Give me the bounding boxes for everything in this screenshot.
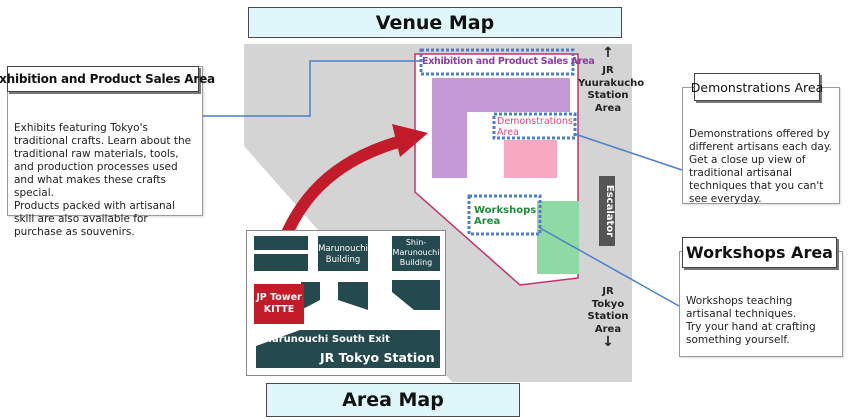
demonstrations-connector [574,133,683,171]
red-arrow-head [392,124,428,157]
shin-marunouchi-building-label: Shin- Marunouchi Building [392,238,440,267]
building-shin-marunouchi [392,236,440,271]
workshops-highlight [467,194,542,236]
building-station [256,330,440,368]
area-map [246,230,446,376]
workshops-callout: Workshops teaching artisanal techniques.… [679,251,843,357]
up-arrow-icon: ↑ [602,45,614,61]
building-top-left-1 [254,236,308,250]
demonstrations-zone [504,140,557,178]
exhibition-callout-body: Exhibits featuring Tokyo's traditional c… [14,122,192,238]
down-arrow-icon: ↓ [602,334,614,350]
demonstrations-callout: Demonstrations offered by different arti… [682,87,840,205]
building-top-left-2 [254,254,308,271]
workshops-callout-body: Workshops teaching artisanal techniques.… [686,295,816,346]
demonstrations-callout-title: Demonstrations Area [691,73,823,101]
marunouchi-building-label: Marunouchi Building [318,244,368,265]
workshops-connector [539,227,680,307]
building-jp-tower [254,284,304,324]
jr-tokyo-label: JR Tokyo Station Area [587,286,629,335]
building-marunouchi [318,236,368,271]
workshops-map-label: Workshops Area [474,205,537,227]
demonstrations-callout-body: Demonstrations offered by different arti… [689,128,832,205]
tokyo-station-label: JR Tokyo Station [320,350,435,365]
building-mid-right [392,280,440,310]
venue-map-title: Venue Map [248,7,622,38]
exhibition-callout-title: Exhibition and Product Sales Area [0,66,215,92]
escalator-label: Escalator [604,185,615,237]
workshops-callout-title: Workshops Area [682,237,837,268]
exhibition-zone [432,78,570,178]
jr-yuurakucho-label: JR Yuurakucho Station Area [578,65,645,114]
escalator [599,176,615,246]
exhibition-connector [203,60,421,117]
demonstrations-map-label: Demonstrations Area [497,116,573,138]
exhibition-map-label: Exhibition and Product Sales Area [422,56,595,67]
building-kitte-right [338,282,368,310]
area-map-title: Area Map [266,383,520,417]
jp-tower-label: JP Tower KITTE [256,292,302,315]
building-kitte-left [301,282,320,310]
south-exit-label: Marunouchi South Exit [262,334,390,345]
exhibition-highlight [419,48,575,76]
demonstrations-highlight [492,112,577,140]
